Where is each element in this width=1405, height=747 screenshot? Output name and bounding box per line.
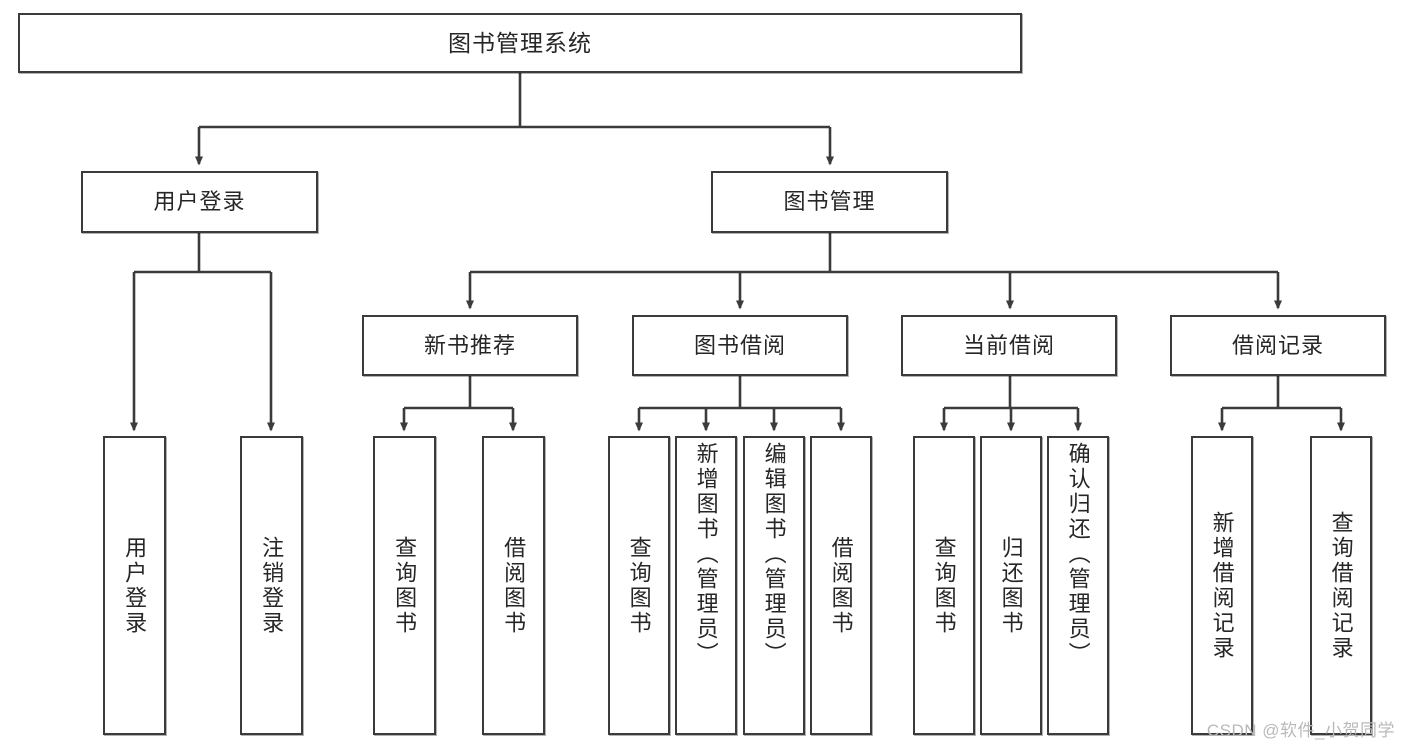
node-label: 编辑图书（管理员） — [761, 442, 787, 667]
node-label: 确认归还（管理员） — [1065, 442, 1091, 667]
node-label: 新增图书（管理员） — [693, 442, 719, 667]
node-label: 当前借阅 — [962, 332, 1055, 358]
node-leaf-return-book[interactable]: 归还图书 — [980, 436, 1042, 735]
node-label: 图书借阅 — [693, 332, 786, 358]
node-label: 新增借阅记录 — [1209, 510, 1235, 661]
node-new-book-recommend[interactable]: 新书推荐 — [362, 315, 578, 376]
node-leaf-borrow-book[interactable]: 借阅图书 — [810, 436, 872, 735]
node-label: 借阅记录 — [1231, 332, 1324, 358]
node-current-borrow[interactable]: 当前借阅 — [901, 315, 1117, 376]
watermark-text: CSDN @软件_小贺同学 — [1206, 721, 1395, 740]
node-label: 查询借阅记录 — [1328, 510, 1354, 661]
node-leaf-add-book-admin[interactable]: 新增图书（管理员） — [675, 436, 737, 735]
node-label: 查询图书 — [626, 535, 652, 636]
node-label: 查询图书 — [931, 535, 957, 636]
node-borrow-record[interactable]: 借阅记录 — [1170, 315, 1386, 376]
node-leaf-confirm-return-admin[interactable]: 确认归还（管理员） — [1047, 436, 1109, 735]
node-label: 查询图书 — [392, 535, 418, 636]
node-user-login[interactable]: 用户登录 — [81, 171, 318, 233]
node-label: 用户登录 — [153, 189, 246, 215]
node-label: 新书推荐 — [423, 332, 516, 358]
node-label: 图书管理系统 — [448, 29, 592, 56]
node-label: 图书管理 — [783, 189, 876, 215]
node-book-management[interactable]: 图书管理 — [711, 171, 948, 233]
node-book-borrow[interactable]: 图书借阅 — [632, 315, 848, 376]
node-label: 借阅图书 — [501, 535, 527, 636]
node-label: 借阅图书 — [828, 535, 854, 636]
node-leaf-user-login[interactable]: 用户登录 — [103, 436, 166, 735]
node-leaf-edit-book-admin[interactable]: 编辑图书（管理员） — [743, 436, 805, 735]
node-leaf-query-book-borrow[interactable]: 查询图书 — [608, 436, 670, 735]
node-label: 用户登录 — [122, 535, 148, 636]
node-root-system[interactable]: 图书管理系统 — [18, 13, 1022, 73]
node-leaf-query-book-recommend[interactable]: 查询图书 — [373, 436, 436, 735]
node-leaf-query-book-current[interactable]: 查询图书 — [913, 436, 975, 735]
node-leaf-borrow-book-recommend[interactable]: 借阅图书 — [482, 436, 545, 735]
node-label: 归还图书 — [998, 535, 1024, 636]
node-leaf-logout[interactable]: 注销登录 — [240, 436, 303, 735]
node-leaf-query-borrow-record[interactable]: 查询借阅记录 — [1310, 436, 1372, 735]
node-leaf-add-borrow-record[interactable]: 新增借阅记录 — [1191, 436, 1253, 735]
node-label: 注销登录 — [259, 535, 285, 636]
